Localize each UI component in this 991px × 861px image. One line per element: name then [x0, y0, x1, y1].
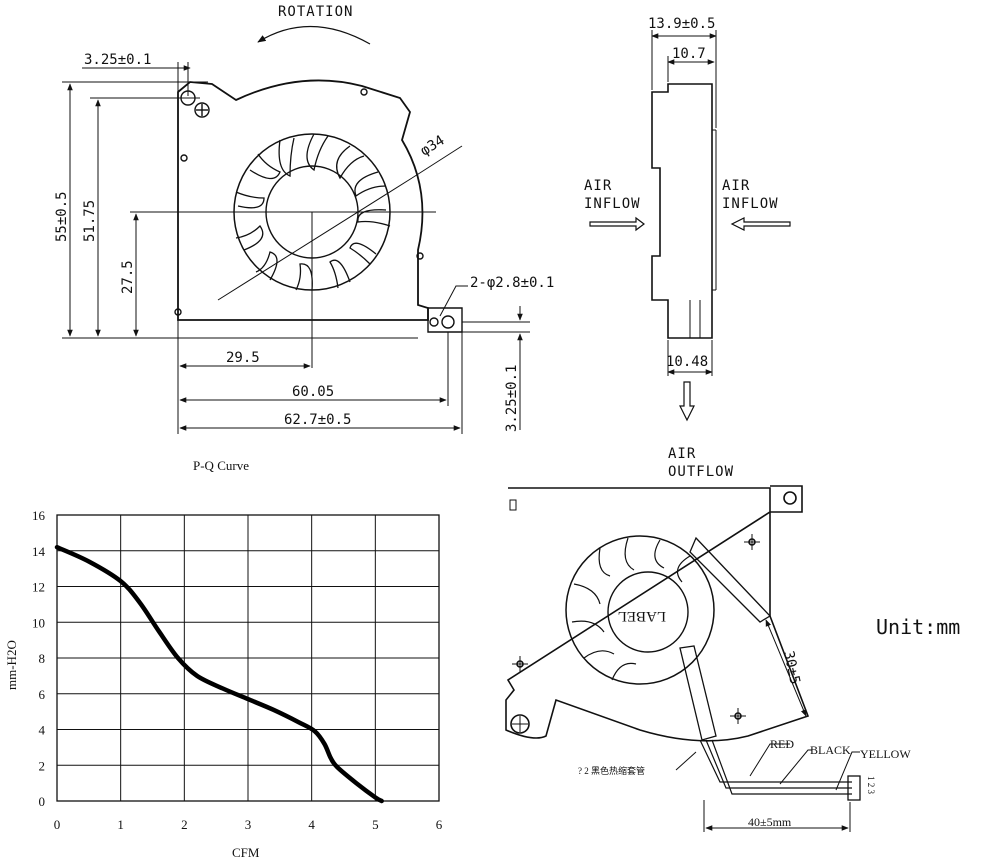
air-inflow-left-arrow-icon — [589, 216, 645, 232]
x-tick-label: 0 — [54, 817, 61, 832]
dim-thickness-inner: 10.7 — [672, 46, 706, 62]
air-inflow-left-line1: AIR — [584, 178, 612, 194]
rotation-arrow-icon — [257, 25, 371, 45]
wire-black: BLACK — [810, 743, 851, 757]
air-inflow-right-line1: AIR — [722, 178, 750, 194]
chart-title: P-Q Curve — [193, 458, 249, 473]
connector — [847, 775, 861, 801]
dim-mount-holes: 2-φ2.8±0.1 — [470, 275, 554, 291]
x-tick-label: 3 — [245, 817, 252, 832]
y-tick-label: 2 — [39, 758, 46, 773]
dim-width-inner: 60.05 — [292, 384, 334, 400]
pq-curve-series — [54, 544, 384, 804]
y-tick-label: 0 — [39, 794, 46, 809]
dim-hole-offset-bottom: 3.25±0.1 — [504, 365, 520, 432]
top-view: ROTATION — [62, 4, 530, 434]
air-outflow-arrow-icon — [679, 381, 695, 422]
dim-center-height: 27.5 — [120, 260, 136, 294]
y-tick-label: 16 — [32, 508, 46, 523]
air-outflow-line1: AIR — [668, 446, 696, 462]
dim-wire-exit: 30±5 — [780, 650, 803, 686]
chart-xlabel: CFM — [232, 845, 260, 860]
fan-housing — [177, 79, 429, 321]
rotation-label: ROTATION — [278, 4, 353, 20]
y-tick-label: 14 — [32, 544, 46, 559]
label-area: LABEL — [618, 608, 666, 624]
bottom-view — [505, 485, 861, 832]
side-view — [589, 30, 791, 422]
side-profile — [651, 83, 713, 339]
dim-cable-length: 40±5mm — [748, 815, 792, 829]
chart-ylabel: mm-H2O — [4, 640, 19, 690]
wire-yellow: YELLOW — [860, 747, 911, 761]
side-view-text: 13.9±0.5 10.7 10.48 AIR INFLOW AIR INFLO… — [584, 16, 779, 480]
sleeve-note: ? 2 黑色热缩套管 — [578, 765, 645, 776]
x-tick-label: 1 — [117, 817, 124, 832]
dim-width-overall: 62.7±0.5 — [284, 412, 351, 428]
dim-height-overall: 55±0.5 — [54, 191, 70, 242]
air-inflow-left-line2: INFLOW — [584, 196, 641, 212]
y-tick-label: 8 — [39, 651, 46, 666]
unit-label: Unit:mm — [876, 615, 960, 639]
y-tick-label: 12 — [32, 580, 45, 595]
x-tick-label: 2 — [181, 817, 188, 832]
impeller-blades — [235, 133, 391, 291]
x-tick-label: 6 — [436, 817, 443, 832]
dim-thickness-overall: 13.9±0.5 — [648, 16, 715, 32]
x-tick-label: 4 — [308, 817, 315, 832]
air-inflow-right-line2: INFLOW — [722, 196, 779, 212]
dim-hole-offset-top: 3.25±0.1 — [84, 52, 151, 68]
dim-outlet-thickness: 10.48 — [666, 354, 708, 370]
y-tick-label: 10 — [32, 615, 45, 630]
air-outflow-line2: OUTFLOW — [668, 464, 734, 480]
connector-pins: 1 2 3 — [866, 776, 876, 795]
air-inflow-right-arrow-icon — [730, 217, 791, 231]
bottom-housing — [505, 485, 810, 742]
y-tick-label: 4 — [39, 723, 46, 738]
bottom-view-text: LABEL 30±5 40±5mm ? 2 黑色热缩套管 RED BLACK Y… — [578, 608, 911, 829]
wire-red: RED — [770, 737, 794, 751]
y-tick-label: 6 — [39, 687, 46, 702]
dim-center-width: 29.5 — [226, 350, 260, 366]
dim-height-inner: 51.75 — [82, 200, 98, 242]
x-tick-label: 5 — [372, 817, 379, 832]
top-view-dimensions: 3.25±0.1 55±0.5 51.75 27.5 φ34 2-φ2.8±0.… — [54, 52, 554, 432]
dim-impeller-dia: φ34 — [418, 132, 448, 159]
